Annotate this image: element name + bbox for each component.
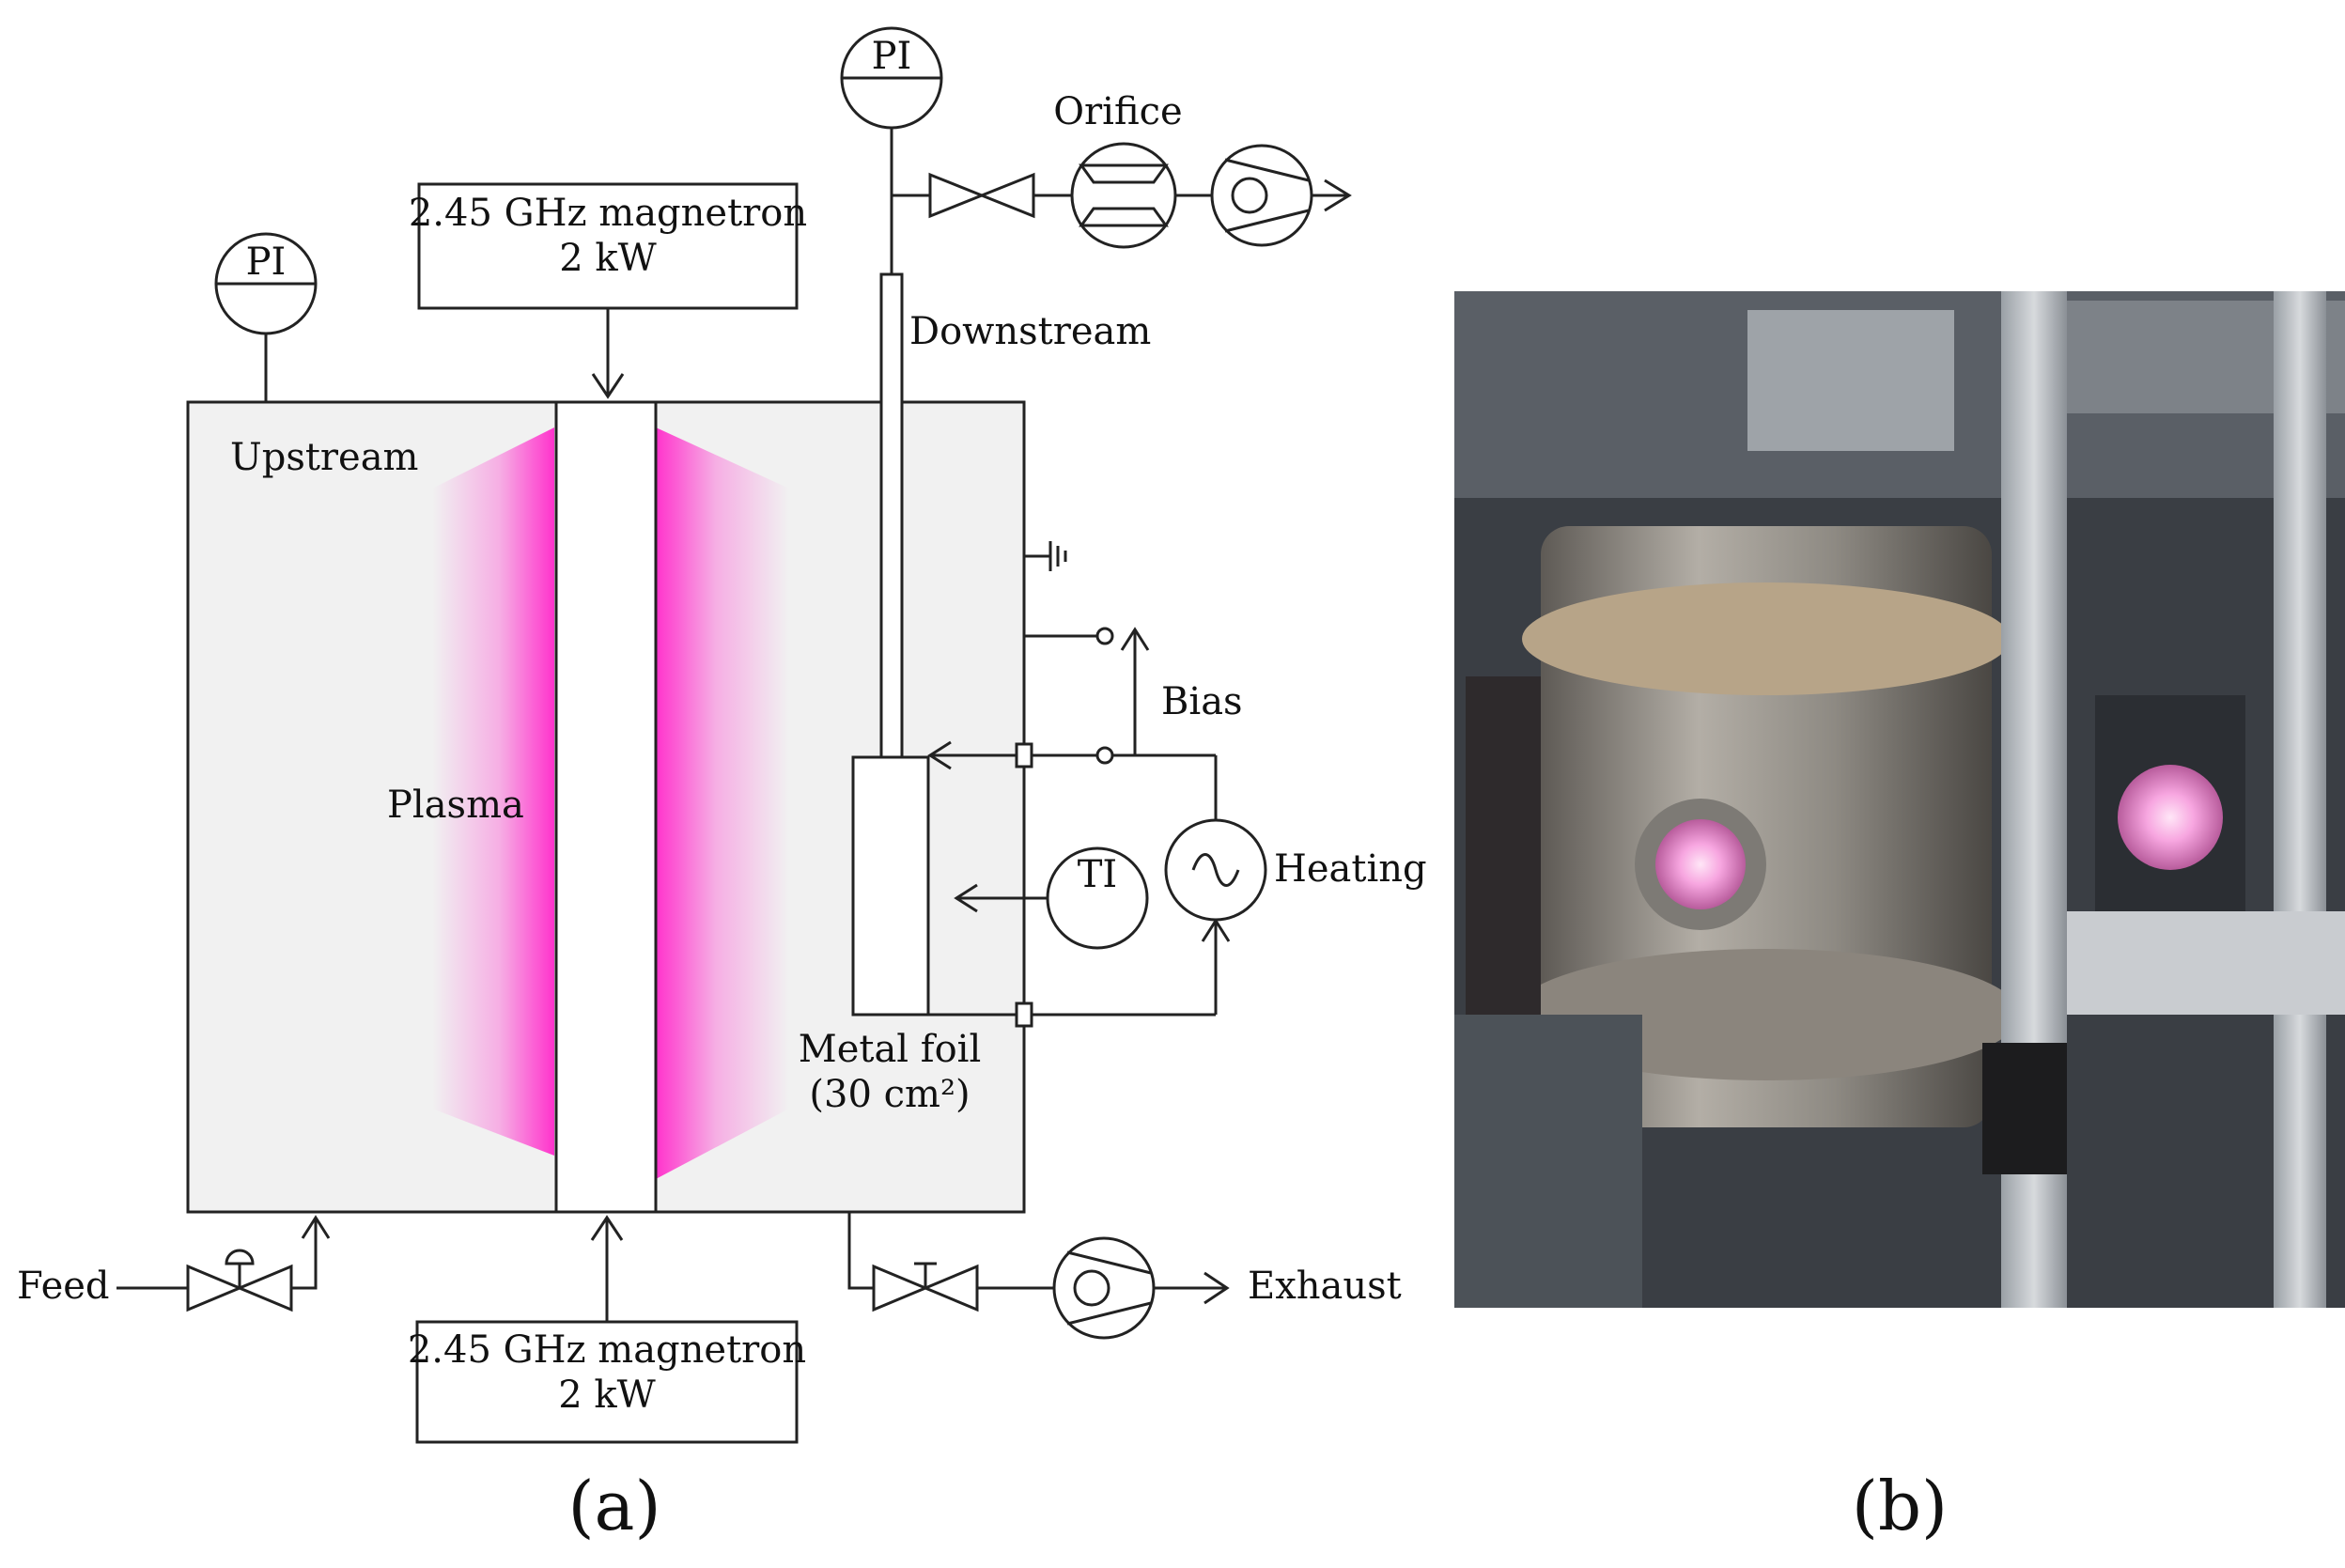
plasma-label: Plasma	[387, 784, 524, 827]
exhaust-label: Exhaust	[1248, 1265, 1402, 1308]
magnetron-bottom-arrowhead	[590, 1215, 624, 1241]
valve-exhaust-right	[922, 1264, 979, 1312]
photo	[1454, 291, 2345, 1308]
central-tube	[554, 400, 658, 1214]
valve-feed-right	[236, 1264, 293, 1312]
magnetron-top-arrowhead	[591, 373, 625, 399]
valve-exhaust-left	[872, 1264, 929, 1312]
schematic: 2.45 GHz magnetron 2 kW 2.45 GHz magnetr…	[17, 26, 1427, 1444]
valve-downstream-left	[928, 172, 986, 219]
metal-foil-label-1: Metal foil	[799, 1028, 982, 1071]
feedthrough-top	[1015, 742, 1033, 768]
photo-viewport-glow	[1655, 819, 1746, 909]
metal-foil-label-2: (30 cm²)	[809, 1073, 970, 1116]
pump-exhaust-blade-1	[1066, 1250, 1152, 1275]
pump-downstream-arrowhead	[1324, 179, 1352, 212]
pump-exhaust-blade-2	[1066, 1301, 1152, 1326]
magnetron-bottom-label-1: 2.45 GHz magnetron	[408, 1328, 806, 1372]
exhaust-line-1	[847, 1212, 874, 1290]
pi-downstream-label: PI	[872, 35, 912, 78]
exhaust-arrowhead	[1204, 1271, 1230, 1305]
pump-downstream-blade-2	[1224, 209, 1310, 233]
feedthrough-arrowhead-top	[927, 740, 952, 770]
orifice-symbol	[1070, 142, 1177, 249]
pi-upstream-label: PI	[246, 241, 287, 284]
heating-arrowhead	[1201, 918, 1231, 942]
downstream-label: Downstream	[909, 310, 1151, 353]
magnetron-bottom-box	[415, 1320, 799, 1444]
bias-arrowhead	[1120, 627, 1150, 651]
magnetron-top-label-2: 2 kW	[559, 237, 657, 280]
photo-frame-right	[2274, 291, 2326, 1308]
bias-terminal-bottom	[1095, 746, 1114, 765]
downstream-tube	[879, 272, 904, 763]
orifice-plate-top	[1079, 163, 1169, 184]
valve-feed-actuator	[225, 1249, 255, 1265]
valve-downstream-right	[977, 172, 1035, 219]
caption-a: (a)	[567, 1467, 660, 1545]
photo-top-flange	[1522, 582, 2011, 695]
ac-wave-icon	[1191, 853, 1240, 887]
photo-fan-glow	[2118, 765, 2223, 870]
heating-label: Heating	[1274, 847, 1427, 891]
orifice-plate-bottom	[1079, 207, 1169, 227]
feed-line-2	[291, 1218, 318, 1290]
bias-terminal-top	[1095, 627, 1114, 645]
ti-label: TI	[1078, 853, 1117, 896]
pump-downstream-blade-1	[1224, 158, 1310, 182]
photo-frame-crossbar	[2067, 911, 2345, 1015]
magnetron-top-label-1: 2.45 GHz magnetron	[409, 192, 807, 235]
photo-lower-equipment	[1454, 1015, 1642, 1308]
valve-feed-left	[186, 1264, 243, 1312]
pump-downstream-inner	[1231, 177, 1268, 214]
upstream-label: Upstream	[230, 436, 419, 479]
bias-label: Bias	[1161, 680, 1243, 723]
plasma-glow-left	[432, 427, 554, 1156]
ti-arrowhead	[954, 883, 978, 913]
foil-holder	[851, 755, 930, 1017]
feed-label: Feed	[17, 1265, 110, 1308]
magnetron-bottom-label-2: 2 kW	[558, 1374, 656, 1417]
photo-waveguide	[1747, 310, 1954, 451]
plasma-glow-right	[656, 427, 789, 1179]
orifice-label: Orifice	[1053, 90, 1182, 133]
photo-sensor-box	[1982, 1043, 2067, 1174]
pump-exhaust-inner	[1073, 1269, 1110, 1307]
feed-arrowhead	[301, 1215, 331, 1239]
feedthrough-bottom	[1015, 1001, 1033, 1028]
caption-b: (b)	[1852, 1467, 1948, 1545]
